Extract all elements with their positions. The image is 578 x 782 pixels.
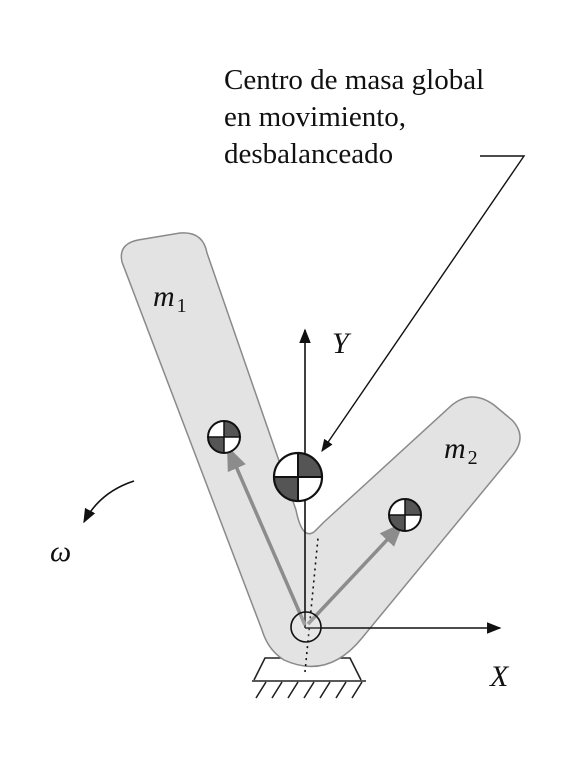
cg-symbol-m2 <box>388 498 422 532</box>
callout-line-1: Centro de masa global <box>224 64 485 96</box>
callout-text: Centro de masa global en movimiento, des… <box>224 62 484 173</box>
label-m1-sub: 1 <box>176 295 187 317</box>
dotted-centerline <box>304 537 319 673</box>
label-m2-sub: 2 <box>467 447 478 469</box>
label-m2-base: m <box>444 432 466 465</box>
y-axis-label: Y <box>332 327 349 360</box>
callout-leader <box>321 155 526 453</box>
vector-to-m1 <box>226 445 307 626</box>
callout-line-2: en movimiento, <box>224 101 407 133</box>
position-vectors <box>226 445 404 626</box>
cg-symbol-m1 <box>207 420 241 454</box>
pivot-circle <box>290 611 322 643</box>
v-link-outline <box>120 232 521 668</box>
link-body <box>120 232 521 668</box>
cg-symbol-global <box>272 451 324 503</box>
callout-line-3: desbalanceado <box>224 138 394 170</box>
x-axis-label: X <box>490 660 509 693</box>
vector-to-m2 <box>306 522 404 626</box>
label-m1-base: m <box>153 280 175 313</box>
omega-label: ω <box>50 535 72 568</box>
rotation-arrow <box>83 480 135 524</box>
